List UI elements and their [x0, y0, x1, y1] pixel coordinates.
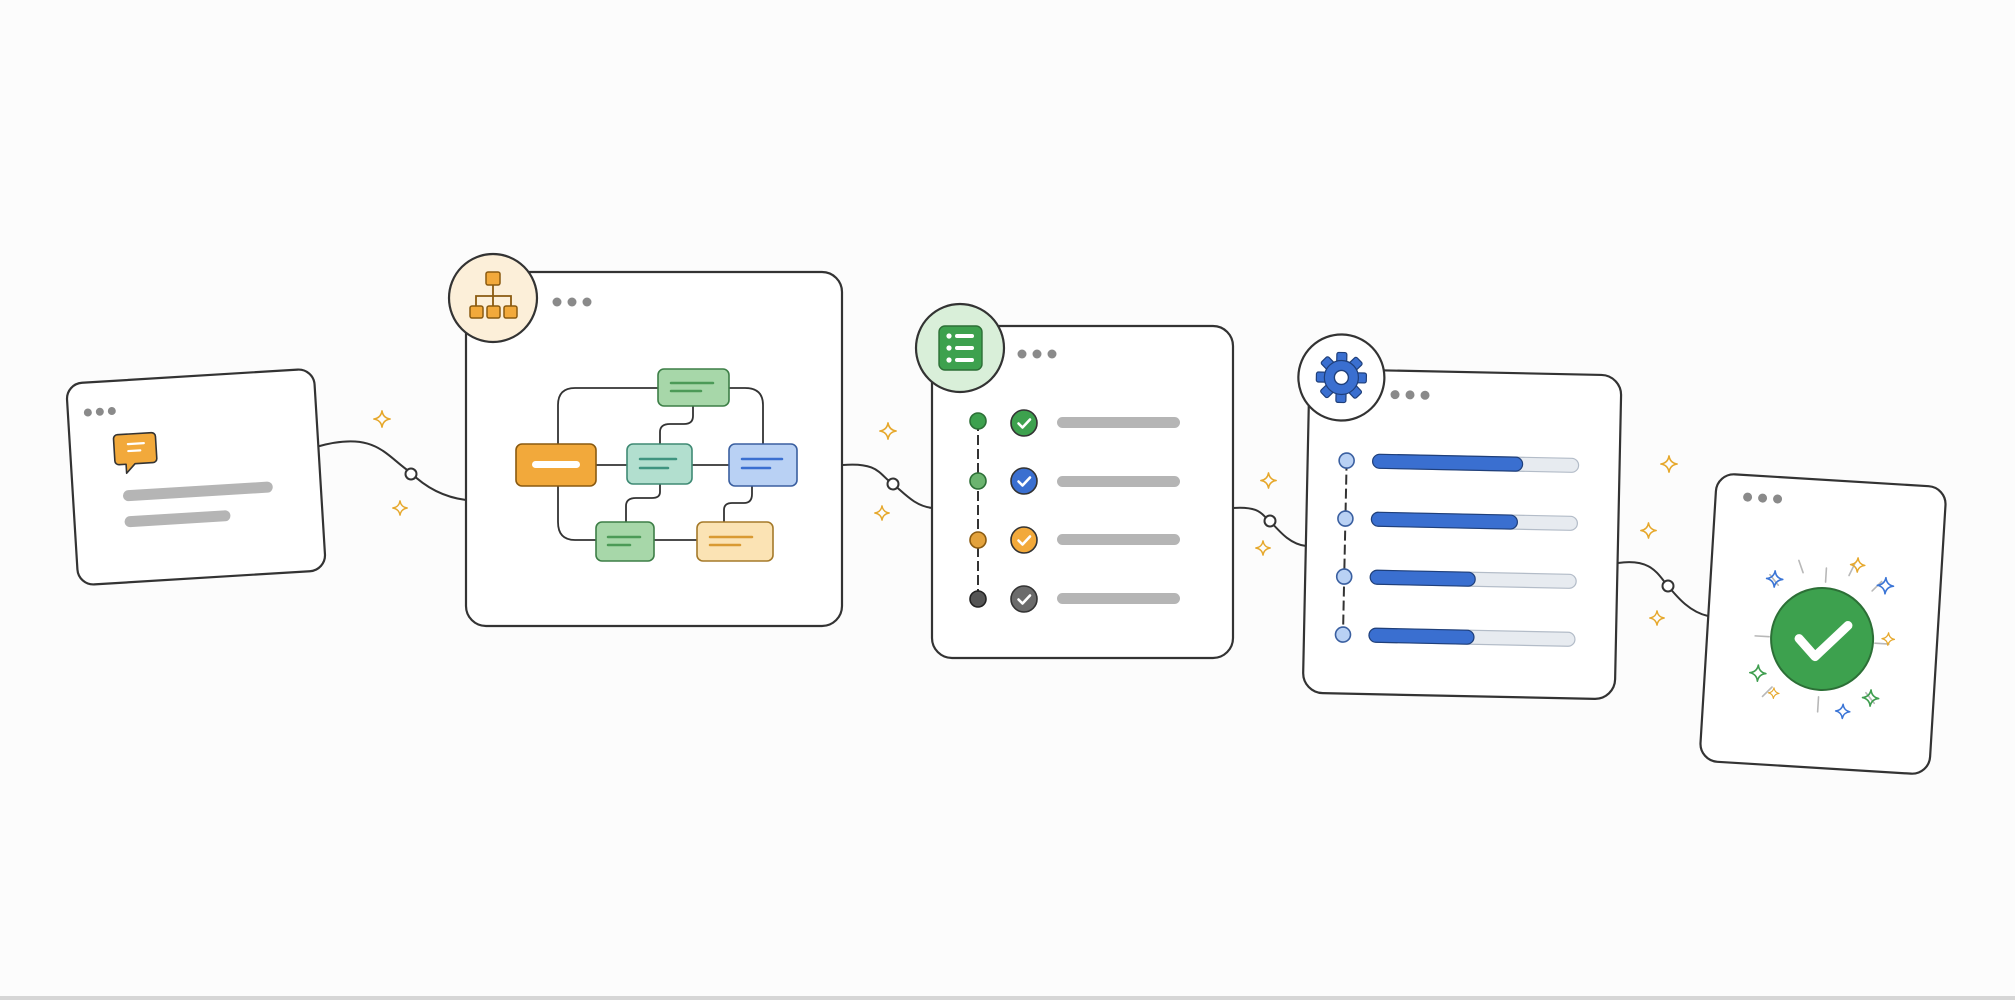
card-checklist	[914, 302, 1235, 660]
text-placeholder	[124, 510, 231, 528]
checklist-row-4	[969, 585, 1180, 613]
checklist-row-1	[969, 409, 1180, 437]
progress-node	[1335, 568, 1353, 585]
connector-node-3	[1263, 514, 1277, 528]
progress-fill	[1369, 569, 1476, 587]
connector-node-1	[404, 467, 418, 481]
connector-node-2	[886, 477, 900, 491]
connector-node-4	[1661, 579, 1675, 593]
progress-timeline	[1341, 460, 1348, 635]
flow-node-top	[657, 368, 730, 407]
connector-1-2	[315, 440, 467, 501]
progress-node	[1338, 452, 1355, 469]
sparkle-icon	[1255, 540, 1271, 556]
progress-row	[1334, 626, 1576, 647]
sparkle-icon	[879, 422, 897, 440]
sparkle-icon	[1660, 455, 1678, 473]
connectors	[315, 440, 1709, 617]
window-dots	[1390, 390, 1430, 400]
checklist-row-3	[969, 526, 1180, 554]
card-frame	[65, 368, 327, 586]
window-dots	[1017, 349, 1057, 359]
card-request	[65, 368, 327, 586]
speech-bubble-icon	[112, 431, 158, 475]
progress-row	[1335, 568, 1577, 589]
window-dots	[552, 297, 592, 307]
card-structure	[447, 252, 844, 628]
card-processing	[1297, 333, 1623, 700]
window-dots	[1743, 492, 1783, 504]
sparkle-icon	[373, 410, 391, 428]
text-placeholder	[1057, 417, 1180, 428]
window-dots	[83, 407, 116, 417]
progress-row	[1338, 452, 1580, 473]
sparkle-icon	[874, 505, 890, 521]
sparkle-icon	[1260, 472, 1277, 489]
flowchart	[515, 368, 798, 562]
progress-fill	[1370, 511, 1518, 530]
flow-node-start	[515, 443, 597, 487]
text-placeholder	[1057, 593, 1180, 604]
card-complete	[1699, 473, 1947, 775]
checklist-row-2	[969, 467, 1180, 495]
gear-icon	[1297, 333, 1386, 422]
card-frame	[1302, 368, 1623, 700]
flow-node-middle	[626, 443, 693, 485]
sparkle-icon	[392, 500, 408, 516]
flow-node-bottom-right	[696, 521, 774, 562]
card-frame	[930, 324, 1235, 660]
checklist-icon	[914, 302, 1006, 394]
progress-fill	[1372, 453, 1524, 472]
check-circle-icon	[1770, 586, 1875, 691]
sparkle-icon	[1640, 522, 1657, 539]
sparkle-icon	[1649, 610, 1665, 626]
flow-node-bottom-left	[595, 521, 655, 562]
bottom-border	[0, 996, 2015, 1000]
progress-rows	[1334, 452, 1580, 647]
flow-node-right	[728, 443, 798, 487]
text-placeholder	[123, 481, 273, 502]
text-placeholder	[1057, 476, 1180, 487]
progress-node	[1334, 626, 1352, 643]
text-placeholder	[1057, 534, 1180, 545]
org-chart-icon	[447, 252, 539, 344]
progress-node	[1337, 510, 1354, 527]
progress-fill	[1368, 627, 1475, 645]
progress-row	[1337, 510, 1578, 531]
